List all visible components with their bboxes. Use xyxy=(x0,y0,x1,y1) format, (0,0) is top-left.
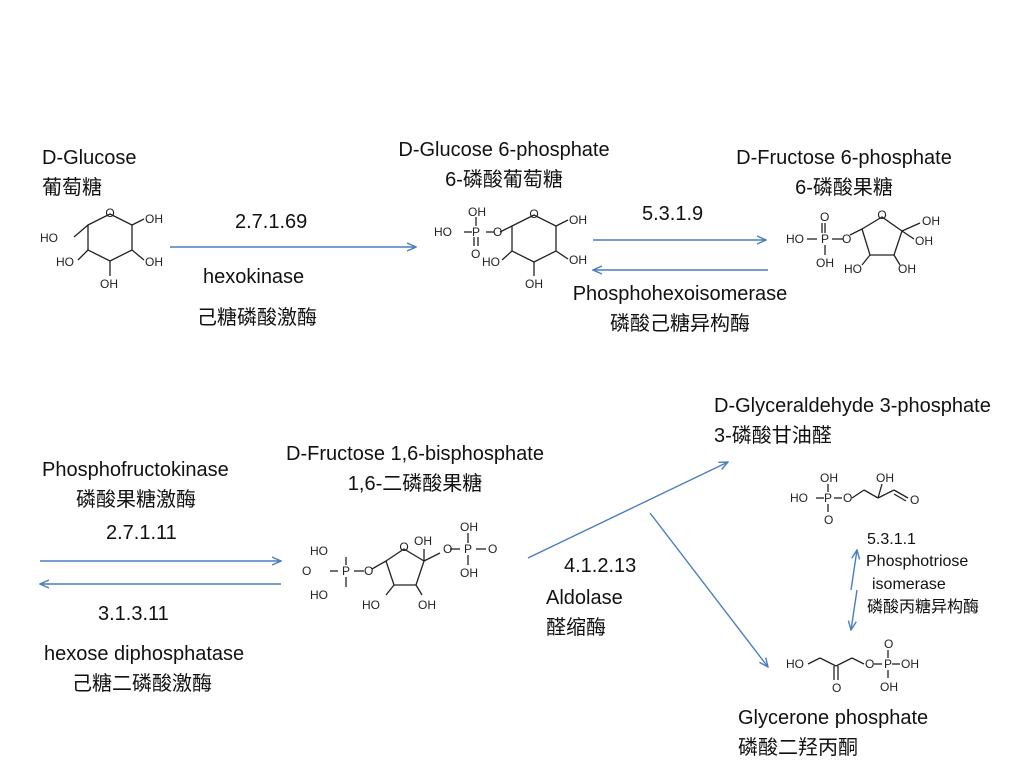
hydroxyl-label: OH xyxy=(460,520,478,534)
glucose-name: D-Glucose xyxy=(42,147,137,169)
phosphorus-label: P xyxy=(824,491,832,505)
hydroxyl-label: OH xyxy=(145,212,163,226)
phosphate-oxygen-label: O xyxy=(884,637,893,651)
hydroxyl-label: OH xyxy=(901,657,919,671)
hydroxyl-label: OH xyxy=(468,205,486,219)
phosphate-oxygen-label: O xyxy=(824,513,833,527)
phi-name-cn: 磷酸己糖异构酶 xyxy=(610,313,750,335)
hydroxyl-label: HO xyxy=(362,598,380,612)
fbpase-name: hexose diphosphatase xyxy=(44,643,245,665)
ester-oxygen-label: O xyxy=(842,232,851,246)
hydroxyl-label: HO xyxy=(40,231,58,245)
hydroxyl-label: OH xyxy=(100,277,118,291)
hydroxyl-label: HO xyxy=(786,657,804,671)
aldolase-ec: 4.1.2.13 xyxy=(564,555,637,577)
ring-oxygen-label: O xyxy=(105,206,114,220)
phosphate-oxygen-label: O xyxy=(820,210,829,224)
hydroxyl-label: HO xyxy=(56,255,74,269)
hydroxyl-label: OH xyxy=(880,680,898,694)
f6p-name-cn: 6-磷酸果糖 xyxy=(795,177,893,199)
hydroxyl-label: HO xyxy=(310,544,328,558)
ring-oxygen-label: O xyxy=(529,207,538,221)
phosphorus-label: P xyxy=(342,564,350,578)
tpi-name-line1: Phosphotriose xyxy=(866,553,969,570)
hydroxyl-label: OH xyxy=(898,262,916,276)
f16bp-structure: O O P HO O HO OH O P OH O OH HO OH xyxy=(302,520,497,612)
fbpase-name-cn: 己糖二磷酸激酶 xyxy=(72,673,212,695)
hydroxyl-label: HO xyxy=(790,491,808,505)
pfk-ec: 2.7.1.11 xyxy=(106,522,177,544)
phosphorus-label: P xyxy=(821,232,829,246)
aldolase-name-cn: 醛缩酶 xyxy=(546,617,606,639)
hydroxyl-label: HO xyxy=(786,232,804,246)
hydroxyl-label: OH xyxy=(460,566,478,580)
hydroxyl-label: OH xyxy=(569,213,587,227)
f6p-name: D-Fructose 6-phosphate xyxy=(736,147,952,169)
hydroxyl-label: HO xyxy=(310,588,328,602)
arrow-aldolase-to-dhap xyxy=(649,512,768,667)
f16bp-name: D-Fructose 1,6-bisphosphate xyxy=(286,443,544,465)
dhap-structure: HO O O P O OH OH xyxy=(786,637,919,695)
gap-structure: HO P OH O O OH O xyxy=(790,471,919,527)
gap-name-cn: 3-磷酸甘油醛 xyxy=(714,425,832,447)
f16bp-name-cn: 1,6-二磷酸果糖 xyxy=(347,473,483,495)
hydroxyl-label: OH xyxy=(816,256,834,270)
ring-oxygen-label: O xyxy=(877,208,886,222)
aldolase-name: Aldolase xyxy=(546,587,623,609)
f6p-structure: O O P O HO OH OH OH HO OH xyxy=(786,208,940,276)
hydroxyl-label: HO xyxy=(434,225,452,239)
hydroxyl-label: OH xyxy=(145,255,163,269)
hydroxyl-label: OH xyxy=(876,471,894,485)
tpi-name-line2: isomerase xyxy=(872,576,946,593)
hexokinase-name-cn: 己糖磷酸激酶 xyxy=(197,307,317,329)
arrow-tpi-up xyxy=(850,550,857,591)
phosphorus-label: P xyxy=(464,542,472,556)
phosphate-oxygen-label: O xyxy=(471,247,480,261)
hydroxyl-label: OH xyxy=(418,598,436,612)
hydroxyl-label: HO xyxy=(482,255,500,269)
tpi-name-cn: 磷酸丙糖异构酶 xyxy=(867,599,980,616)
phosphate-oxygen-label: O xyxy=(488,542,497,556)
ring-oxygen-label: O xyxy=(399,540,408,554)
aldehyde-oxygen-label: O xyxy=(910,493,919,507)
dhap-name: Glycerone phosphate xyxy=(738,707,929,729)
glucose-structure: O OH HO HO OH OH xyxy=(40,206,163,291)
hydroxyl-label: HO xyxy=(844,262,862,276)
hydroxyl-label: OH xyxy=(915,234,933,248)
phosphorus-label: P xyxy=(472,225,480,239)
phi-name: Phosphohexoisomerase xyxy=(572,283,788,305)
ester-oxygen-label: O xyxy=(843,491,852,505)
pfk-name: Phosphofructokinase xyxy=(42,459,229,481)
gap-name: D-Glyceraldehyde 3-phosphate xyxy=(714,395,991,417)
g6p-name-cn: 6-磷酸葡萄糖 xyxy=(445,169,563,191)
g6p-structure: O O P OH HO O OH OH OH HO xyxy=(434,205,587,291)
hexokinase-ec: 2.7.1.69 xyxy=(235,211,308,233)
phosphate-oxygen-label: O xyxy=(302,564,311,578)
glucose-name-cn: 葡萄糖 xyxy=(42,177,102,199)
arrow-aldolase-to-gap xyxy=(527,462,728,559)
ketone-oxygen-label: O xyxy=(832,681,841,695)
hydroxyl-label: OH xyxy=(525,277,543,291)
hydroxyl-label: OH xyxy=(820,471,838,485)
ester-oxygen-label: O xyxy=(493,225,502,239)
ester-oxygen-label: O xyxy=(364,564,373,578)
arrow-tpi-down xyxy=(851,589,858,630)
tpi-ec: 5.3.1.1 xyxy=(867,531,916,548)
g6p-name: D-Glucose 6-phosphate xyxy=(398,139,610,161)
hydroxyl-label: OH xyxy=(414,534,432,548)
ester-oxygen-label: O xyxy=(443,542,452,556)
dhap-name-cn: 磷酸二羟丙酮 xyxy=(738,737,858,759)
ester-oxygen-label: O xyxy=(865,657,874,671)
hydroxyl-label: OH xyxy=(922,214,940,228)
fbpase-ec: 3.1.3.11 xyxy=(98,603,169,625)
hydroxyl-label: OH xyxy=(569,253,587,267)
phosphorus-label: P xyxy=(884,657,892,671)
phi-ec: 5.3.1.9 xyxy=(642,203,704,225)
hexokinase-name: hexokinase xyxy=(203,266,305,288)
pfk-name-cn: 磷酸果糖激酶 xyxy=(76,489,196,511)
